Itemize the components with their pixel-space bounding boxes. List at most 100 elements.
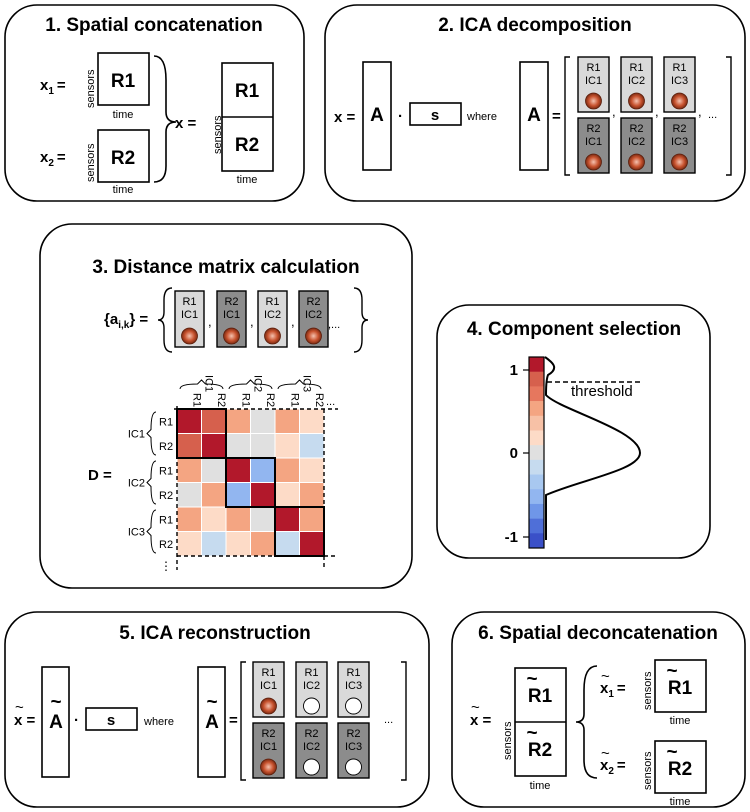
tilde-mark: ~ (15, 699, 24, 716)
matrix-cell (176, 408, 202, 434)
colorbar-segment (529, 357, 544, 372)
time-label: time (237, 174, 258, 186)
run-label: R1 (304, 667, 318, 679)
comma: , (612, 104, 616, 119)
time-label: time (670, 715, 691, 727)
panel-title: 1. Spatial concatenation (45, 15, 263, 36)
matrix-cell (225, 531, 251, 557)
time-label: time (530, 780, 551, 792)
run-label: R1 (182, 296, 196, 308)
topography-icon (223, 327, 240, 345)
colorbar-segment (529, 474, 544, 490)
component-label: IC1 (585, 75, 602, 87)
matrix-cell (225, 506, 251, 532)
tilde-mark: ~ (50, 692, 61, 713)
r1-box (97, 52, 150, 106)
run-label: R1 (261, 667, 275, 679)
colorbar-segment (529, 415, 544, 431)
row-group-label: IC2 (128, 478, 145, 490)
row-sub-label: R2 (159, 490, 173, 502)
matrix-cell (225, 482, 251, 508)
matrix-cell (250, 482, 276, 508)
colorbar (528, 356, 545, 549)
panel-spatial-deconcatenation: 6. Spatial deconcatenation x = ~ sensors… (451, 611, 746, 808)
comma: , (208, 314, 212, 329)
panel-ica-decomposition: 2. ICA decomposition x = A · s where A =… (324, 4, 746, 202)
colorbar-segment (529, 518, 544, 534)
panel-title: 3. Distance matrix calculation (92, 257, 359, 278)
topography-icon (671, 153, 688, 171)
run-label: R1 (265, 296, 279, 308)
column-brace (179, 379, 224, 390)
component-label: IC2 (264, 309, 281, 321)
topography-icon (264, 327, 281, 345)
sources-box (85, 707, 138, 731)
sources-label: s (431, 107, 439, 124)
matrix-cell (274, 408, 300, 434)
r1-label: R1 (111, 71, 136, 92)
comma: , (698, 104, 702, 119)
matrix-cell (299, 482, 325, 508)
topography-icon (671, 92, 688, 110)
mixing-matrix-box (519, 61, 549, 171)
component-label: IC2 (305, 309, 322, 321)
matrix-cell (274, 433, 300, 459)
matrix-cell (250, 433, 276, 459)
matrix-cell (274, 531, 300, 557)
set-label: {ai,k} = (104, 311, 148, 331)
set-ellipsis: ,... (328, 319, 340, 331)
column-ellipsis: ... (326, 396, 335, 408)
r2-label: R2 (528, 740, 552, 761)
dot-operator: · (398, 108, 403, 125)
matrix-cell (176, 506, 202, 532)
empty-topography-icon (345, 697, 362, 715)
row-group-label: IC1 (128, 429, 145, 441)
column-brace (277, 379, 322, 390)
r1-label: R1 (528, 686, 553, 707)
row-brace (146, 411, 157, 456)
time-label: time (113, 184, 134, 196)
matrix-cell (299, 506, 325, 532)
sensors-label: sensors (212, 115, 224, 154)
comma: , (291, 314, 295, 329)
sources-box (409, 102, 462, 126)
left-brace (157, 287, 173, 353)
matrix-cell (225, 408, 251, 434)
r1-label: R1 (668, 678, 693, 699)
row-sub-label: R1 (159, 465, 173, 477)
run-label: R2 (261, 728, 275, 740)
r1-label: R1 (235, 81, 260, 102)
brace (153, 55, 177, 183)
panel-spatial-concatenation: 1. Spatial concatenation x1= sensors R1 … (4, 4, 305, 202)
component-label: IC1 (181, 309, 198, 321)
column-brace (228, 379, 273, 390)
left-bracket (240, 661, 246, 781)
topography-icon (585, 92, 602, 110)
component-label: IC2 (628, 136, 645, 148)
mixing-matrix-box (41, 666, 70, 778)
colorbar-segment (529, 459, 544, 475)
colorbar-segment (529, 445, 544, 461)
matrix-cell (176, 433, 202, 459)
component-card-bg (257, 290, 288, 348)
tilde-mark: ~ (206, 692, 217, 713)
tilde-mark: ~ (526, 669, 537, 690)
r2-label: R2 (668, 759, 692, 780)
matrix-cell (176, 531, 202, 557)
empty-topography-icon (345, 758, 362, 776)
d-label: D = (88, 467, 112, 484)
run-label: R2 (672, 123, 686, 135)
row-group-label: IC3 (128, 527, 145, 539)
dot-operator: · (74, 712, 79, 729)
matrix-cell (176, 482, 202, 508)
tilde-mark: ~ (471, 699, 480, 716)
run-label: R2 (306, 296, 320, 308)
mixing-matrix-box (362, 61, 392, 171)
